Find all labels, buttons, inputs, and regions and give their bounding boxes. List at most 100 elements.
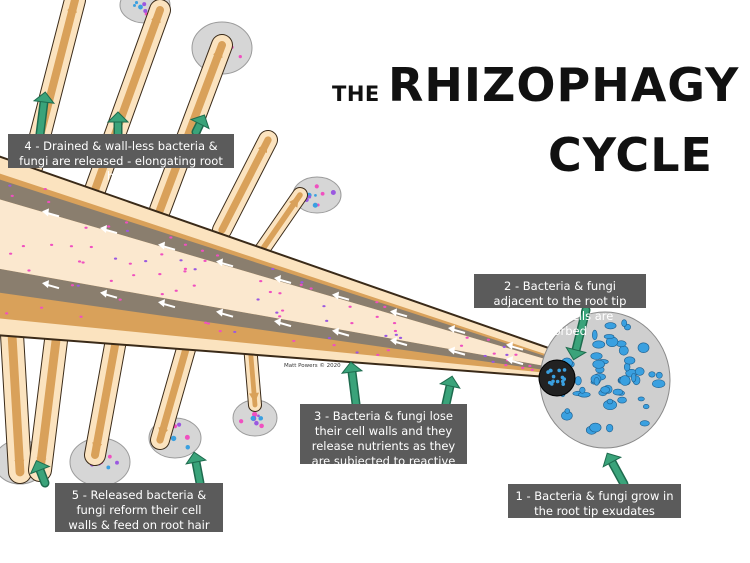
root-hair-core	[218, 136, 272, 234]
hair-arrowhead	[14, 459, 25, 471]
nutrient-particle	[70, 284, 75, 287]
meristem-microbe	[555, 379, 560, 384]
microbe	[250, 415, 256, 421]
microbe	[138, 4, 143, 10]
tip-microbe	[637, 396, 645, 402]
tip-microbe	[624, 356, 636, 365]
nutrient-particle	[113, 257, 118, 260]
nutrient-particle	[465, 336, 469, 339]
microbe	[257, 414, 260, 418]
nutrient-particle	[300, 281, 304, 284]
tip-microbe	[648, 371, 656, 378]
flow-arrow-head	[42, 280, 49, 289]
microbe	[184, 434, 190, 440]
nutrient-particle	[107, 225, 111, 228]
tip-microbe	[652, 379, 666, 388]
nutrient-particle	[392, 321, 397, 325]
microbe	[330, 189, 336, 195]
microbe	[307, 195, 312, 199]
microbe	[185, 445, 190, 450]
microbe	[134, 1, 139, 5]
hair-arrowhead	[258, 141, 268, 153]
tip-microbe	[590, 352, 603, 360]
nutrient-particle	[332, 344, 336, 347]
nutrient-particle	[43, 187, 47, 191]
tip-microbe	[589, 422, 602, 433]
arrow-step-4-head	[32, 91, 56, 104]
meristem-microbe	[546, 370, 550, 374]
hair-arrowhead	[67, 1, 77, 13]
tip-microbe	[606, 423, 614, 433]
step-4-label: 4 - Drained & wall-less bacteria & fungi…	[8, 134, 234, 183]
nutrient-particle	[275, 311, 279, 314]
nutrient-particle	[505, 353, 509, 357]
arrow-step-1-head	[602, 452, 623, 468]
nutrient-particle	[278, 292, 282, 295]
nutrient-particle	[192, 284, 196, 287]
nutrient-particle	[200, 249, 205, 252]
hair-arrowhead	[158, 427, 169, 439]
title-prefix: THE	[332, 82, 380, 106]
flow-arrow-head	[390, 337, 397, 346]
nutrient-particle	[215, 254, 220, 257]
flow-arrow-head	[274, 275, 281, 284]
arrow-step-1	[609, 459, 627, 487]
flow-arrow-head	[390, 308, 397, 317]
arrow-step-4c-head	[189, 114, 210, 130]
tip-microbe	[564, 408, 571, 414]
step-1-label: 1 - Bacteria & fungi grow in the root ti…	[508, 484, 681, 518]
nutrient-particle	[375, 315, 379, 318]
flow-arrow-head	[332, 327, 339, 336]
microbe	[251, 411, 258, 418]
microbe	[133, 4, 136, 7]
tip-microbe	[612, 388, 624, 396]
microbe	[259, 423, 264, 429]
flow-arrow-head	[158, 241, 165, 250]
tip-microbe	[574, 376, 582, 386]
nutrient-particle	[233, 330, 237, 334]
nutrient-particle	[9, 252, 13, 255]
nutrient-particle	[386, 349, 390, 352]
nutrient-particle	[39, 306, 44, 309]
nutrient-particle	[486, 338, 490, 341]
arrow-step-2-head	[565, 346, 587, 361]
tip-microbe	[579, 386, 586, 394]
root-hair-core	[156, 331, 194, 444]
arrow-step-5b	[37, 467, 48, 486]
arrow-step-2	[573, 307, 589, 353]
tip-microbe	[643, 404, 650, 410]
nutrient-particle	[504, 364, 508, 367]
root-hair-core	[156, 41, 226, 214]
nutrient-particle	[50, 243, 54, 246]
nutrient-particle	[27, 269, 31, 272]
nutrient-particle	[160, 293, 164, 296]
meristem-microbe	[562, 377, 567, 381]
hair-arrowhead	[249, 392, 259, 404]
nutrient-particle	[375, 301, 379, 304]
nutrient-particle	[350, 322, 354, 325]
flow-arrow-head	[274, 318, 281, 327]
tip-microbe	[619, 375, 631, 386]
nutrient-particle	[144, 260, 148, 263]
root-body	[0, 155, 569, 380]
flow-arrow-head	[216, 308, 223, 317]
arrow-step-4c	[193, 121, 203, 135]
nutrient-particle	[125, 221, 129, 224]
nutrient-particle	[299, 283, 303, 286]
root-tip-meristem	[538, 359, 576, 397]
microbe	[314, 194, 317, 197]
microbe	[312, 202, 318, 208]
tip-microbe	[603, 334, 615, 340]
nutrient-particle	[502, 345, 506, 348]
microbe	[238, 55, 242, 59]
nutrient-particle	[47, 200, 51, 204]
nutrient-particle	[183, 267, 188, 271]
nutrient-particle	[21, 244, 26, 248]
tip-microbe	[631, 372, 637, 383]
title-line-1: RHIZOPHAGY	[388, 58, 740, 112]
nutrient-particle	[327, 336, 331, 340]
flow-arrow-head	[506, 341, 513, 350]
nutrient-particle	[280, 309, 285, 312]
